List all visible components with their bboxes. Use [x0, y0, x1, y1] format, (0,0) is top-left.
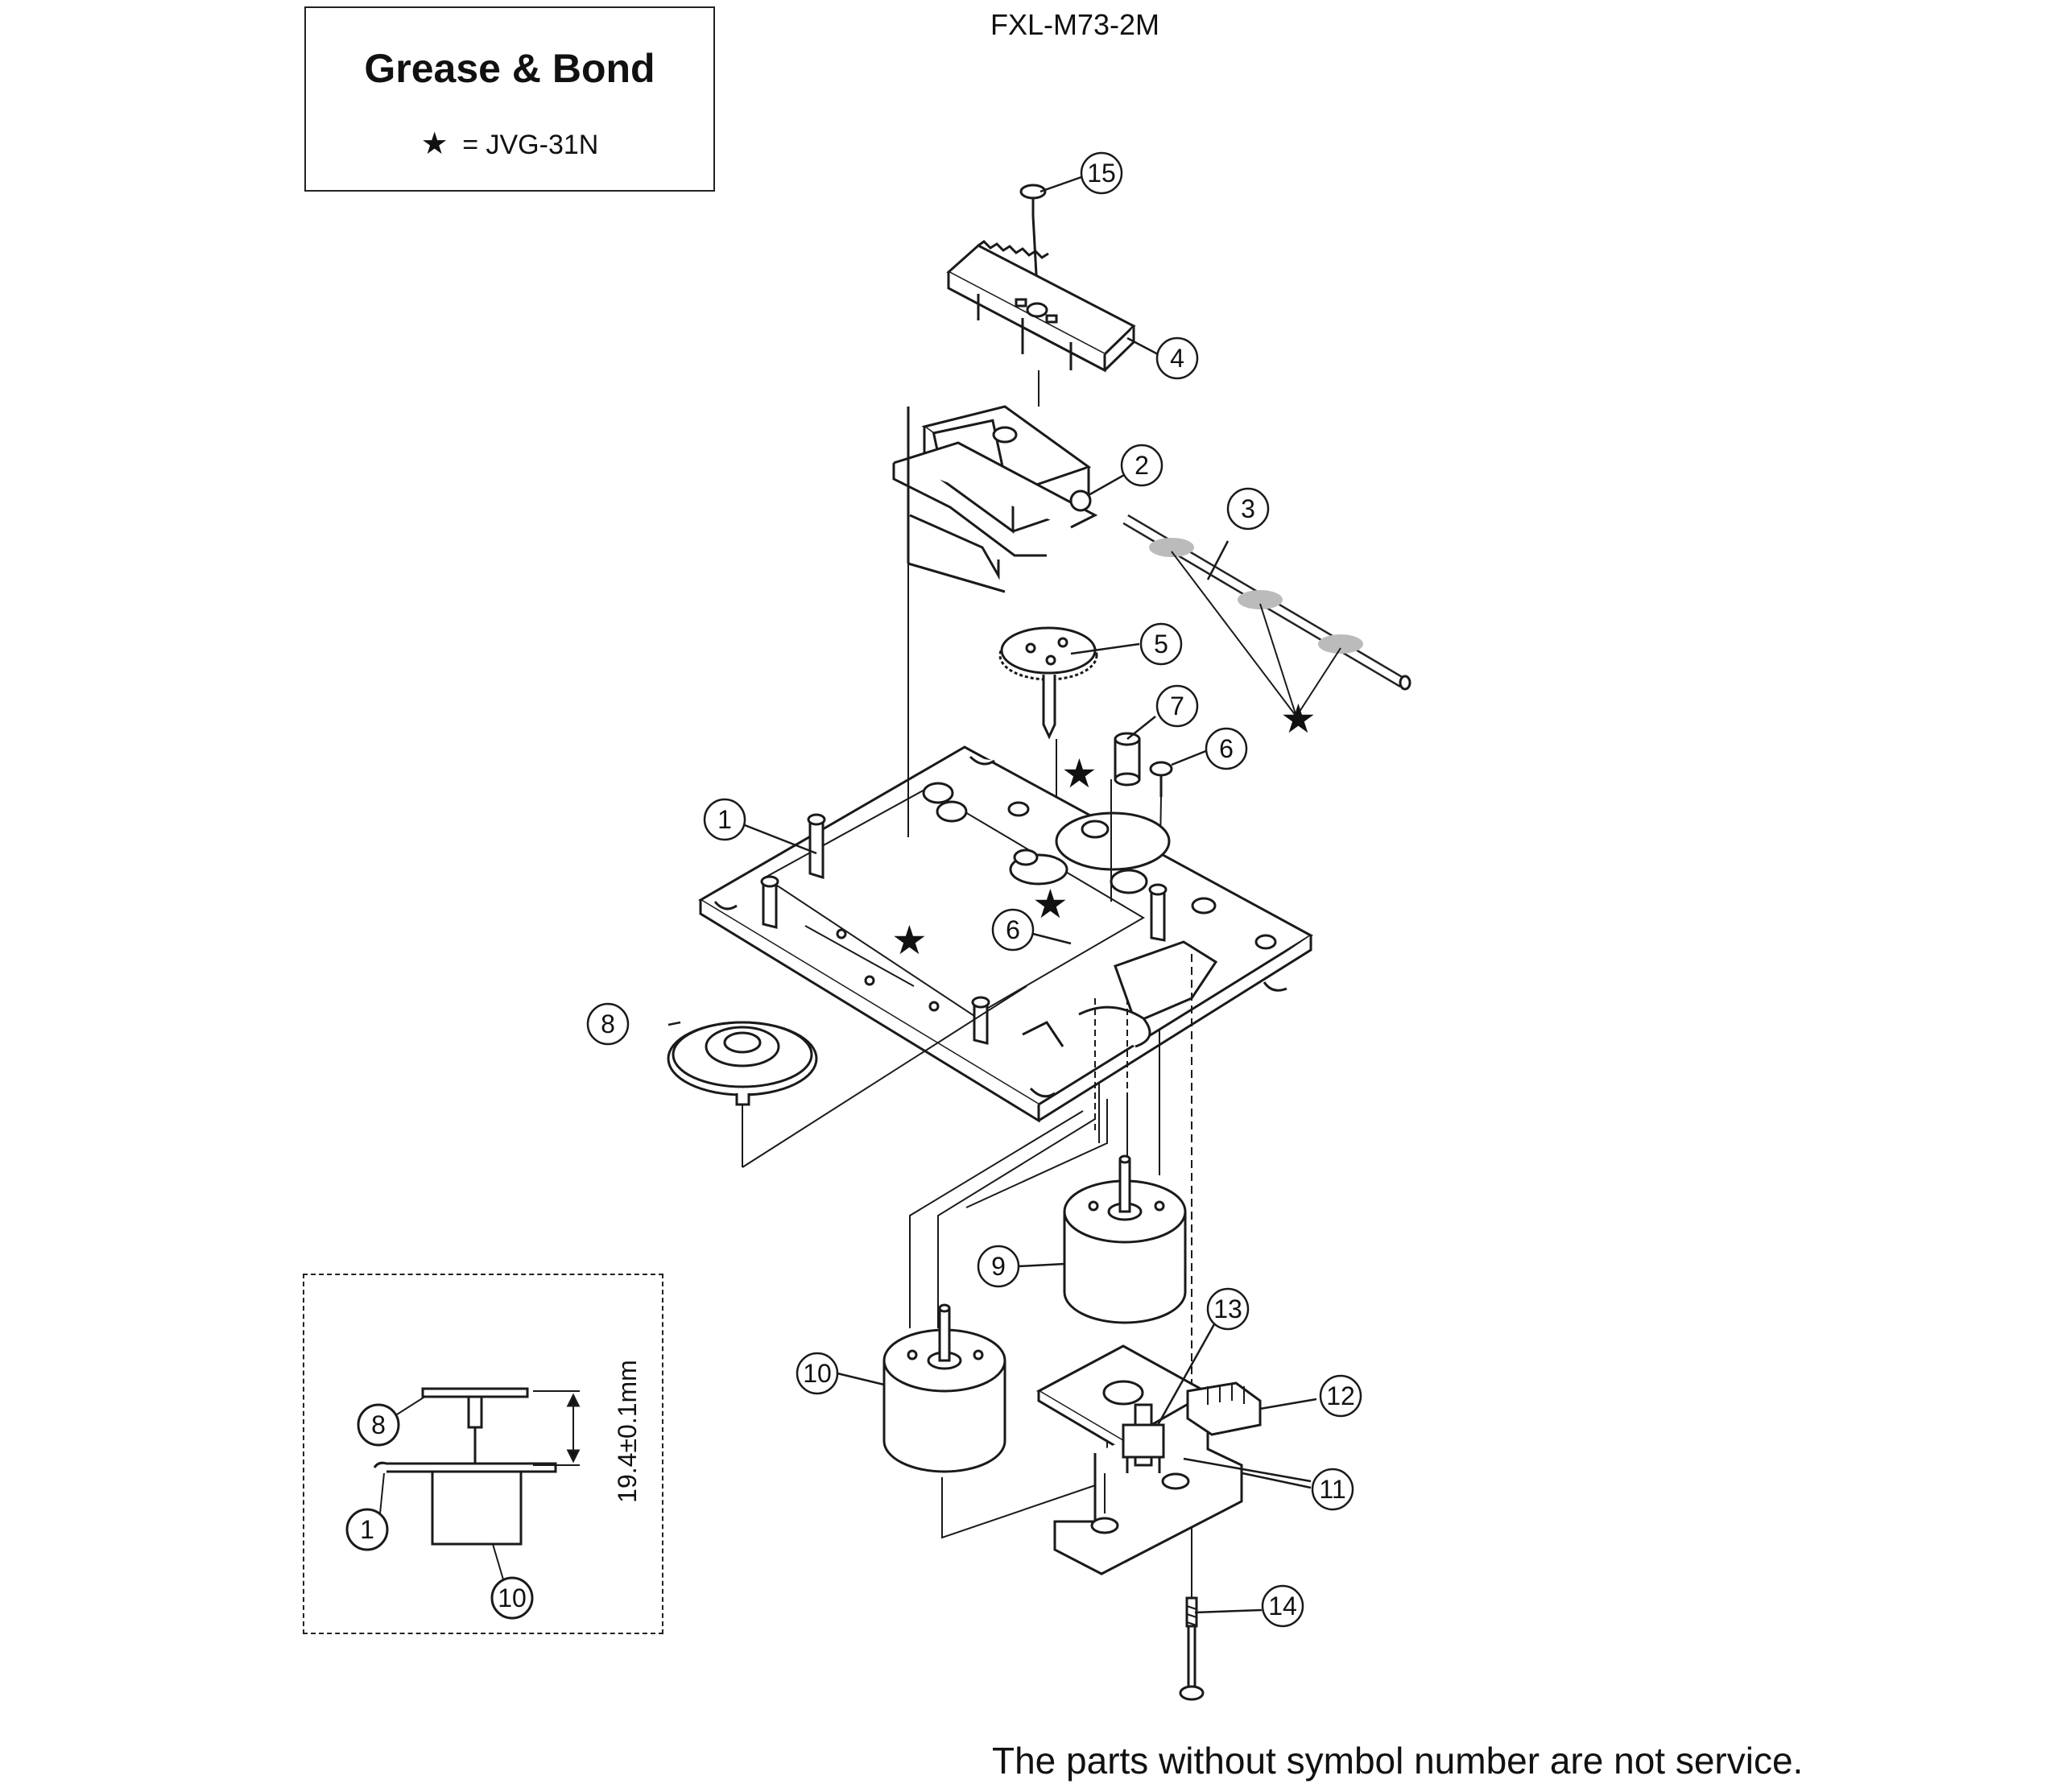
star-icon: ★	[1061, 750, 1097, 797]
detail-callout-1: 1	[345, 1508, 389, 1551]
legend-box: Grease & Bond ★ = JVG-31N	[304, 6, 715, 192]
svg-text:6: 6	[1006, 915, 1020, 944]
svg-text:14: 14	[1268, 1592, 1297, 1621]
svg-text:15: 15	[1087, 159, 1116, 188]
model-code: FXL-M73-2M	[990, 8, 1160, 41]
star-icon-markers: ★ ★ ★ ★	[891, 696, 1316, 964]
detail-inset	[303, 1274, 663, 1634]
legend-entry: ★ = JVG-31N	[306, 126, 713, 162]
detail-callout-8: 8	[357, 1403, 400, 1447]
detail-drawing: 8 1 10 19.4±0.1mm	[345, 1360, 642, 1620]
legend-entry-text: = JVG-31N	[462, 130, 599, 160]
screw-14	[1179, 1562, 1205, 1701]
svg-text:12: 12	[1326, 1381, 1355, 1410]
callout-3: 3	[1226, 487, 1270, 531]
svg-text:4: 4	[1170, 344, 1184, 373]
callout-4: 4	[1155, 337, 1199, 380]
motor-10	[882, 1303, 1006, 1473]
callout-7: 7	[1155, 684, 1199, 728]
svg-text:13: 13	[1213, 1294, 1242, 1323]
guide-lines	[742, 370, 1192, 1598]
callout-8: 8	[586, 1002, 630, 1046]
callout-6-upper: 6	[1205, 727, 1248, 770]
collar-7	[1114, 732, 1141, 787]
callout-5: 5	[1139, 622, 1183, 666]
svg-text:10: 10	[803, 1359, 832, 1388]
svg-text:2: 2	[1135, 451, 1149, 480]
callout-13: 13	[1206, 1287, 1250, 1331]
callout-1: 1	[703, 798, 746, 841]
svg-text:10: 10	[498, 1583, 527, 1612]
gear-5	[998, 626, 1098, 797]
star-icon: ★	[891, 917, 928, 964]
detail-dimension: 19.4±0.1mm	[613, 1360, 642, 1503]
turntable-8	[667, 1021, 818, 1106]
callout-6-lower: 6	[991, 908, 1035, 952]
callout-12: 12	[1319, 1374, 1362, 1418]
callout-14: 14	[1261, 1584, 1304, 1628]
svg-text:9: 9	[991, 1252, 1006, 1281]
callouts: 15 4 2 3 5 7 6 6 1 8 9 10 13 12 11 14	[586, 151, 1362, 1628]
svg-text:7: 7	[1170, 692, 1184, 721]
svg-text:6: 6	[1219, 734, 1234, 763]
footer-note: The parts without symbol number are not …	[992, 1740, 1804, 1782]
callout-11: 11	[1311, 1468, 1354, 1511]
svg-text:8: 8	[601, 1010, 615, 1038]
star-icon: ★	[420, 127, 448, 161]
callout-9: 9	[977, 1245, 1020, 1288]
callout-2: 2	[1120, 444, 1163, 487]
callout-10: 10	[796, 1352, 839, 1395]
motor-9	[1063, 1154, 1187, 1324]
star-icon: ★	[1032, 881, 1068, 927]
svg-text:1: 1	[717, 805, 732, 834]
connector-12	[1186, 1381, 1262, 1436]
rack-bracket-4	[946, 240, 1136, 373]
svg-text:5: 5	[1154, 630, 1168, 659]
motor-bracket-11	[1035, 1344, 1243, 1575]
callout-15: 15	[1080, 151, 1123, 195]
svg-text:11: 11	[1319, 1475, 1345, 1504]
star-icon: ★	[1280, 696, 1316, 742]
detail-callout-10: 10	[490, 1576, 534, 1620]
guide-shaft-3	[1122, 514, 1411, 717]
svg-text:8: 8	[371, 1410, 386, 1439]
legend-title: Grease & Bond	[364, 46, 655, 91]
svg-text:1: 1	[360, 1515, 374, 1544]
switch-13	[1122, 1403, 1165, 1473]
svg-text:3: 3	[1241, 494, 1255, 523]
pickup-2	[892, 405, 1098, 593]
